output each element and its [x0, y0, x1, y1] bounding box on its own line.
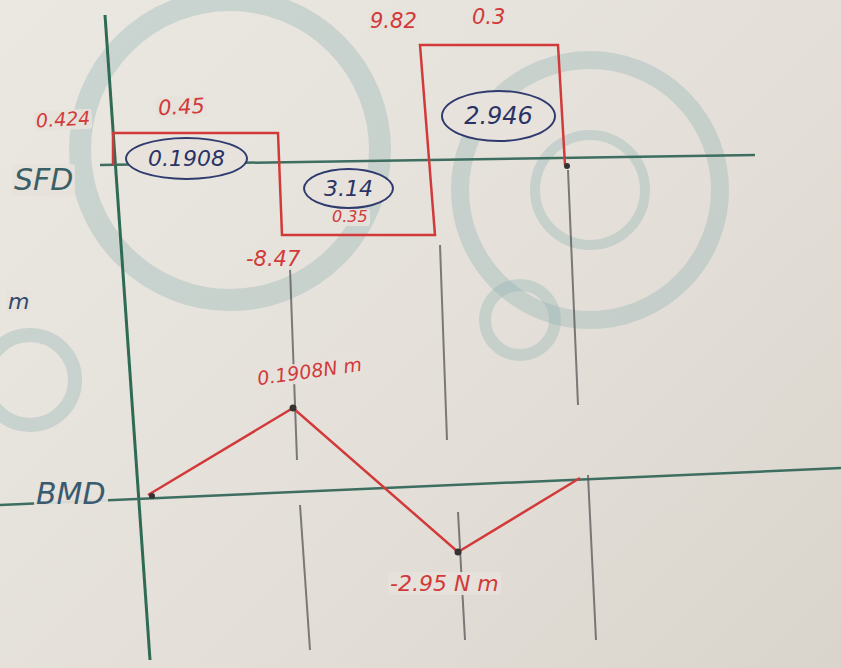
point — [149, 493, 155, 499]
guide-lines — [290, 170, 596, 650]
value-text: 3.14 — [324, 176, 373, 201]
circled-value: 3.14 — [303, 168, 394, 209]
value-text: 2.946 — [464, 102, 533, 130]
value-label: -2.95 N m — [388, 572, 501, 595]
shear-force-diagram — [113, 45, 565, 235]
point — [290, 405, 297, 412]
value-label: 9.82 — [368, 10, 419, 32]
value-label: 0.3 — [470, 6, 507, 28]
value-text: 0.1908 — [148, 146, 225, 171]
point — [564, 163, 570, 169]
value-label: m — [6, 290, 31, 313]
value-label: -8.47 — [244, 248, 302, 270]
circled-value: 2.946 — [441, 90, 556, 142]
value-label: BMD — [34, 478, 108, 510]
value-label: 0.1908N m — [254, 354, 365, 389]
value-label: 0.45 — [155, 95, 207, 120]
value-label: 0.35 — [330, 209, 370, 226]
bmd-baseline — [0, 468, 841, 505]
value-label: 0.424 — [34, 108, 93, 131]
circled-value: 0.1908 — [125, 137, 248, 180]
vertical-axis — [105, 15, 150, 660]
bending-moment-diagram — [148, 408, 580, 552]
point — [455, 549, 462, 556]
value-label: SFD — [12, 164, 75, 196]
